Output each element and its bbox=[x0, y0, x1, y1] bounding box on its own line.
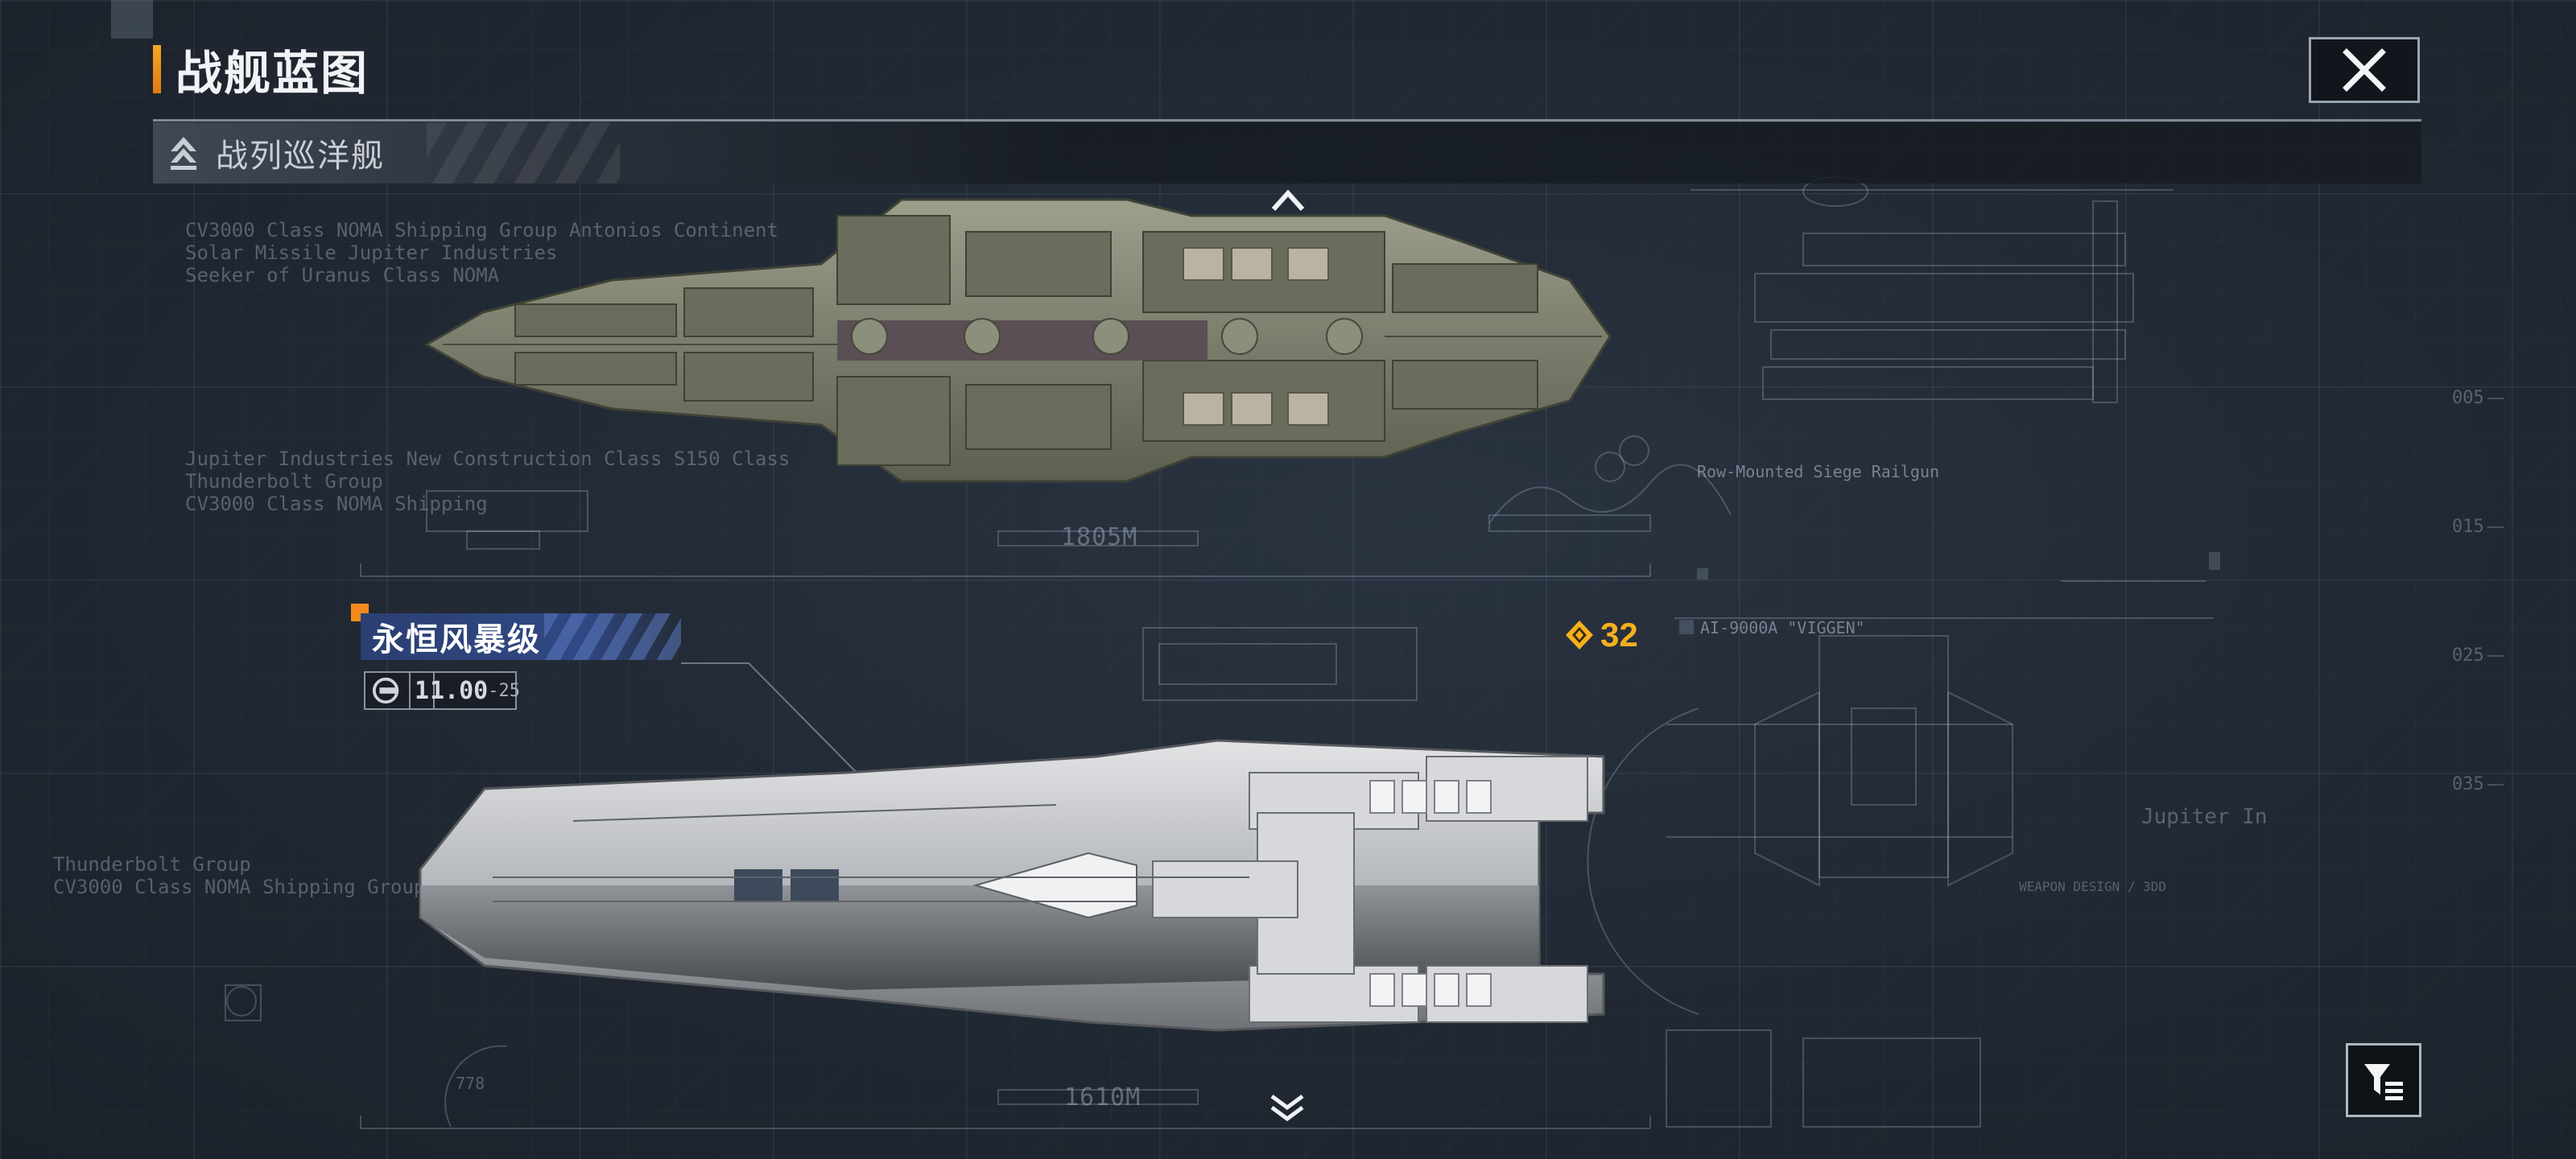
dial-label: 778 bbox=[456, 1074, 485, 1093]
viggen-label: AI-9000A "VIGGEN" bbox=[1700, 618, 1865, 637]
scale-tick-005: 005 bbox=[2452, 388, 2484, 408]
top-ship-length: 1805M bbox=[1061, 523, 1138, 551]
scale-tick-035: 035 bbox=[2452, 774, 2484, 794]
page-header: 战舰蓝图 bbox=[153, 42, 369, 101]
scroll-down-button[interactable] bbox=[1269, 1091, 1306, 1124]
title-accent-bar bbox=[153, 45, 161, 93]
close-icon bbox=[2343, 48, 2386, 92]
scroll-up-button[interactable] bbox=[1270, 187, 1306, 214]
page-title: 战舰蓝图 bbox=[175, 46, 369, 101]
command-points: 32 bbox=[1563, 615, 1638, 655]
ship-ratio-sub: -25 bbox=[488, 680, 520, 701]
railgun-label: Row-Mounted Siege Railgun bbox=[1697, 462, 1940, 481]
ship-class-tab[interactable]: 战列巡洋舰 bbox=[153, 122, 2421, 184]
ship-level-icon bbox=[372, 677, 399, 704]
header-divider bbox=[153, 119, 2421, 122]
close-button[interactable] bbox=[2309, 37, 2420, 103]
ship-stats: 1 1.00 -25 bbox=[364, 671, 520, 710]
ship-tier: 1 bbox=[411, 673, 435, 708]
ship-name-card: 永恒风暴级 bbox=[361, 613, 681, 660]
command-badge-icon bbox=[1566, 621, 1593, 650]
ship-class-label: 战列巡洋舰 bbox=[216, 138, 385, 175]
jupiter-label: Jupiter In bbox=[2141, 805, 2268, 829]
ship-top-blueprint[interactable] bbox=[419, 184, 1618, 489]
weapon-design-label: WEAPON DESIGN / 3DD bbox=[2019, 879, 2167, 894]
ship-name: 永恒风暴级 bbox=[372, 621, 541, 658]
ship-selected-blueprint[interactable] bbox=[412, 724, 1612, 1046]
background-spec-text-2: Jupiter Industries New Construction Clas… bbox=[185, 448, 791, 515]
background-spec-text-1: CV3000 Class NOMA Shipping Group Antonio… bbox=[185, 219, 778, 287]
command-points-value: 32 bbox=[1600, 616, 1638, 654]
ship-ratio: 1.00 -25 bbox=[430, 673, 520, 708]
filter-button[interactable] bbox=[2346, 1043, 2421, 1117]
ship-ratio-main: 1.00 bbox=[430, 676, 489, 705]
background-spec-text-3: Thunderbolt Group CV3000 Class NOMA Ship… bbox=[53, 853, 530, 898]
selected-ship-length: 1610M bbox=[1064, 1083, 1141, 1112]
scale-tick-015: 015 bbox=[2452, 517, 2484, 537]
scale-tick-025: 025 bbox=[2452, 645, 2484, 666]
filter-icon bbox=[2364, 1064, 2403, 1100]
rank-chevron-icon bbox=[171, 137, 196, 170]
stat-icon-cell bbox=[365, 673, 411, 708]
